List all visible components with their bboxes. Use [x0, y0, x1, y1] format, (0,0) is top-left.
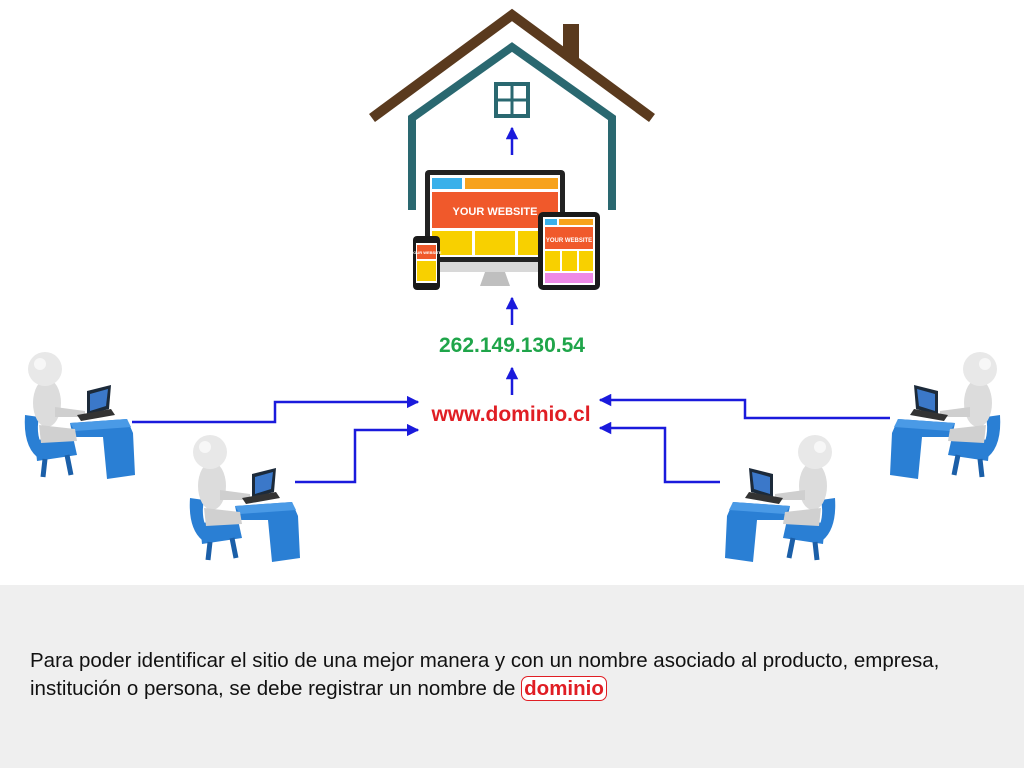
caption-highlight: dominio [521, 676, 607, 701]
phone-screen-label: YOUR WEBSITE [411, 250, 442, 255]
ip-address-label: 262.149.130.54 [439, 334, 585, 357]
window-icon [494, 82, 530, 118]
person-laptop-icon [725, 435, 835, 562]
person-laptop-icon [890, 352, 1000, 479]
network-diagram: YOUR WEBSITE YOUR WEBSITE YOUR WEBSITE [0, 8, 1024, 585]
house-icon [369, 8, 655, 210]
caption-panel: Para poder identificar el sitio de una m… [0, 585, 1024, 768]
connection-lines [132, 393, 890, 484]
person-laptop-icon [190, 435, 300, 562]
tablet-screen-label: YOUR WEBSITE [546, 238, 592, 244]
monitor-screen-label: YOUR WEBSITE [453, 206, 538, 218]
person-laptop-icon [25, 352, 135, 479]
caption-text: Para poder identificar el sitio de una m… [30, 647, 990, 703]
tablet-icon: YOUR WEBSITE [538, 212, 600, 290]
domain-name-label: www.dominio.cl [431, 403, 591, 426]
desktop-monitor-icon: YOUR WEBSITE [425, 170, 565, 286]
caption-body: Para poder identificar el sitio de una m… [30, 649, 940, 700]
phone-icon: YOUR WEBSITE [411, 236, 442, 290]
